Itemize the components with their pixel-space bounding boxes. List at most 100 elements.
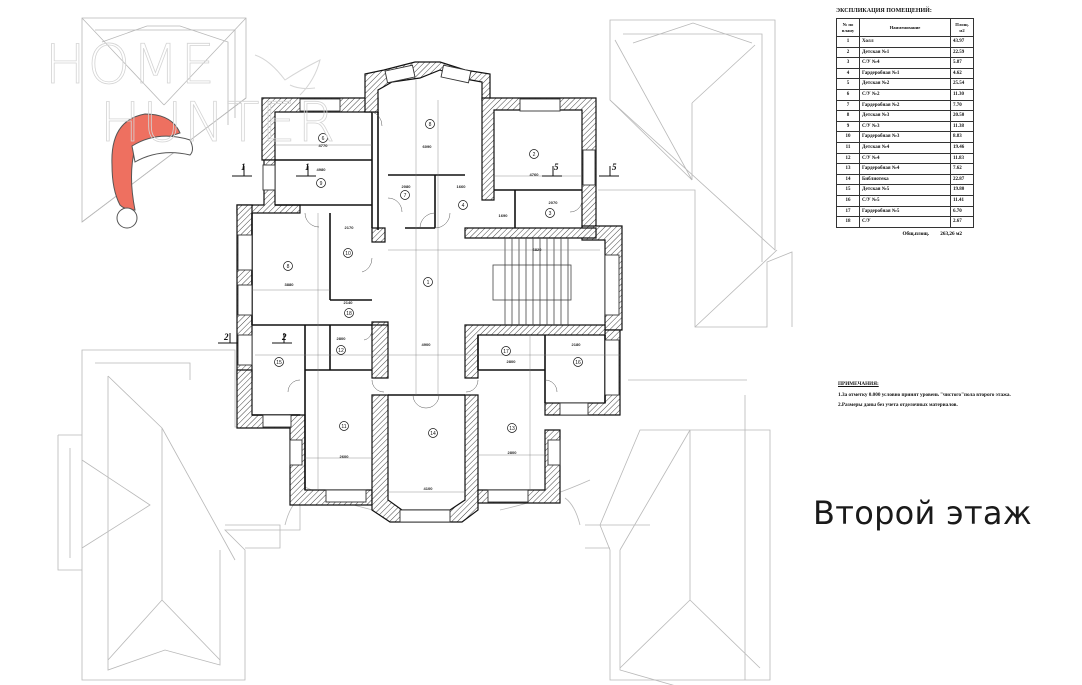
room-marker: 15 xyxy=(274,357,284,367)
cell-name: Гардеробная №1 xyxy=(859,67,951,80)
room-marker: 16 xyxy=(573,357,583,367)
dimension-value: 2800 xyxy=(337,336,347,341)
cell-name: С/У №4 xyxy=(859,57,951,69)
cell-name: Детская №1 xyxy=(859,46,951,59)
svg-text:12: 12 xyxy=(338,348,344,354)
cell-num: 9 xyxy=(836,120,860,133)
cell-num: 18 xyxy=(836,216,860,228)
cell-name: С/У №5 xyxy=(859,194,951,207)
room-marker: 9 xyxy=(316,178,326,188)
svg-text:11: 11 xyxy=(341,424,346,430)
dimension-value: 2800 xyxy=(507,359,517,364)
cell-name: Библиотека xyxy=(859,173,951,186)
cell-name: С/У №4 xyxy=(859,152,951,165)
cell-num: 17 xyxy=(836,205,860,218)
room-marker: 1 xyxy=(423,277,433,287)
cell-area: 11.30 xyxy=(950,88,974,101)
explication-title: ЭКСПЛИКАЦИЯ ПОМЕЩЕНИЙ: xyxy=(836,8,932,14)
cell-num: 7 xyxy=(836,99,860,112)
note-item-1: 1.За отметку 0.000 условно принят уровен… xyxy=(838,391,1011,398)
svg-text:16: 16 xyxy=(575,360,581,366)
watermark-logo-bird xyxy=(254,54,321,96)
room-marker: 18 xyxy=(344,308,354,318)
svg-text:1: 1 xyxy=(427,280,430,286)
svg-text:13: 13 xyxy=(509,426,515,432)
cell-num: 4 xyxy=(836,67,860,80)
watermark-text: HOME HUNTER xyxy=(45,37,338,154)
svg-text:6: 6 xyxy=(322,136,325,142)
svg-text:2: 2 xyxy=(533,152,536,158)
floor-title: Второй этаж xyxy=(813,494,1032,532)
cell-num: 13 xyxy=(836,163,860,175)
dimension-value: 2180 xyxy=(572,342,582,347)
total-value: 263,26 м2 xyxy=(940,230,962,237)
dimension-lines xyxy=(252,80,620,493)
cell-area: 8.83 xyxy=(950,131,974,143)
cell-name: Холл xyxy=(859,36,951,48)
section-mark: 5 xyxy=(554,162,559,172)
cell-num: 14 xyxy=(836,173,860,186)
dimension-value: 2170 xyxy=(345,225,355,230)
cell-area: 11.38 xyxy=(950,120,974,133)
cell-name: Детская №4 xyxy=(859,141,951,154)
svg-text:8: 8 xyxy=(429,122,432,128)
svg-text:4: 4 xyxy=(462,203,465,209)
col-area: Площ. м2 xyxy=(950,18,974,37)
section-mark: 5 xyxy=(612,162,617,172)
watermark-line-1: HOME xyxy=(45,33,217,96)
col-name: Наименование xyxy=(859,18,951,37)
dimension-value: 4980 xyxy=(317,167,327,172)
notes-title: ПРИМЕЧАНИЯ: xyxy=(838,381,879,387)
dimension-value: 1690 xyxy=(499,213,509,218)
dimension-value: 2140 xyxy=(344,300,354,305)
total-label: Общ.площ. xyxy=(902,230,929,237)
cell-area: 19.80 xyxy=(950,184,974,196)
room-explication: ЭКСПЛИКАЦИЯ ПОМЕЩЕНИЙ: № по плану Наимен… xyxy=(836,8,974,237)
cell-num: 15 xyxy=(836,184,860,196)
door-swings xyxy=(287,111,583,409)
total-area: Общ.площ. 263,26 м2 xyxy=(836,231,974,237)
svg-text:3: 3 xyxy=(549,211,552,217)
dimension-value: 2800 xyxy=(508,450,518,455)
cell-name: С/У xyxy=(859,216,951,228)
cell-name: С/У №2 xyxy=(859,88,951,101)
cell-num: 5 xyxy=(836,78,860,90)
windows xyxy=(237,64,620,523)
staircase xyxy=(492,238,572,325)
room-marker: 10 xyxy=(343,248,353,258)
cell-area: 43.97 xyxy=(950,36,974,48)
cell-name: Гардеробная №2 xyxy=(859,99,951,112)
cell-area: 7.70 xyxy=(950,99,974,112)
cell-num: 2 xyxy=(836,46,860,59)
room-marker: 8 xyxy=(425,119,435,129)
cell-name: Детская №3 xyxy=(859,110,951,122)
cell-area: 4.62 xyxy=(950,67,974,80)
cell-area: 22.87 xyxy=(950,173,974,186)
cell-area: 20.50 xyxy=(950,110,974,122)
cell-area: 19.46 xyxy=(950,141,974,154)
cell-name: Гардеробная №4 xyxy=(859,163,951,175)
cell-num: 6 xyxy=(836,88,860,101)
dimension-value: 6090 xyxy=(423,144,433,149)
cell-num: 12 xyxy=(836,152,860,165)
svg-text:15: 15 xyxy=(276,360,282,366)
room-marker: 4 xyxy=(458,200,468,210)
dimension-value: 3880 xyxy=(285,282,295,287)
santa-hat-icon xyxy=(111,113,193,229)
cell-name: С/У №3 xyxy=(859,120,951,133)
watermark-line-2: HUNTER xyxy=(100,91,338,154)
cell-area: 22.59 xyxy=(950,46,974,59)
